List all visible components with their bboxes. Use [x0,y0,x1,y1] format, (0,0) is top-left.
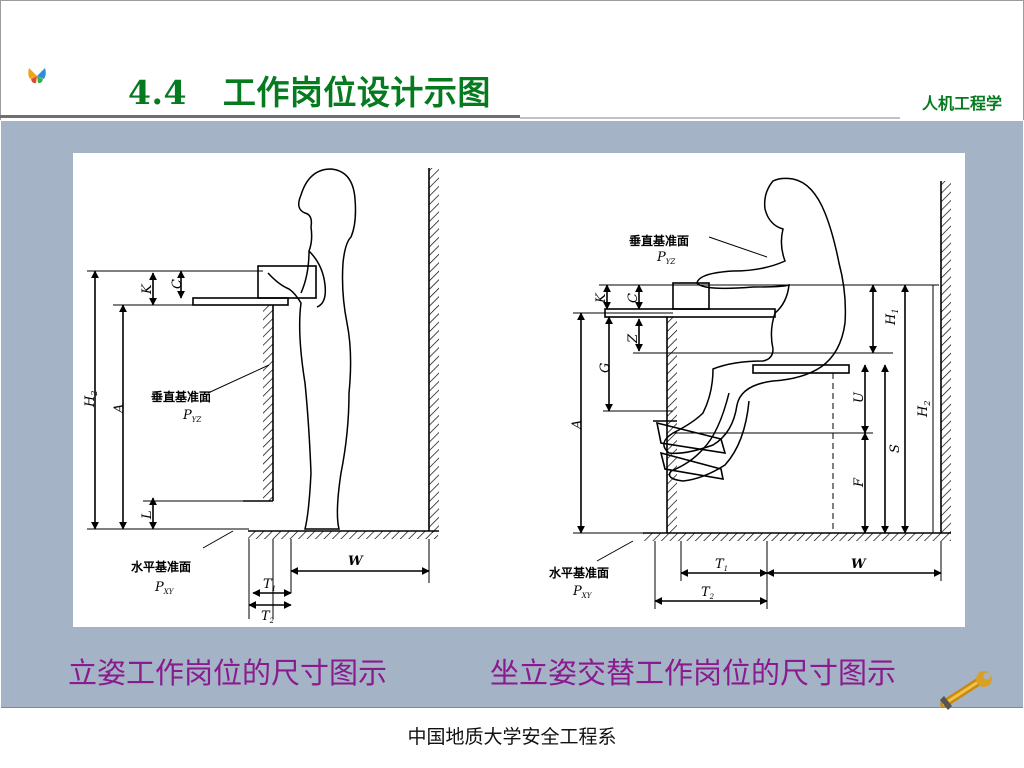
title-underline-dark [0,115,520,118]
label-left-T1: T1 [263,577,276,593]
sit-stand-labels: 垂直基准面 PYZ 水平基准面 PXY A G K C Z H1 H2 U S … [549,233,932,601]
seated-person-leg [668,392,750,482]
label-right-A: A [570,420,585,430]
label-left-T2: T2 [261,609,275,625]
label-right-H2: H2 [916,401,932,418]
label-right-Pxy: PXY [572,584,593,600]
left-bench-front [263,305,273,501]
right-floor-hatch [643,533,951,541]
label-right-horizontal-plane: 水平基准面 [549,565,609,580]
label-right-W: W [851,557,867,572]
slide-header: 4.4 工作岗位设计示图 人机工程学 [0,0,1024,120]
label-right-G: G [598,363,613,373]
label-left-vertical-plane: 垂直基准面 [151,389,211,404]
slide-title: 4.4 工作岗位设计示图 [128,66,491,114]
right-wall-hatch [941,181,951,533]
label-right-F: F [852,477,867,488]
label-right-T2: T2 [701,585,715,601]
label-left-C: C [170,279,185,289]
header-border-top [0,0,1024,1]
label-left-Pyz: PYZ [182,408,201,424]
left-leader-horizontal [202,530,234,549]
caption-standing: 立姿工作岗位的尺寸图示 [68,656,388,690]
seated-person-outline [663,177,847,455]
label-right-S: S [888,444,903,453]
label-right-Z: Z [626,333,641,344]
sit-stand-workstation-diagram [573,177,951,609]
butterfly-logo-icon [28,68,46,84]
workstation-figure: H2 A K C L 垂直基准面 PYZ 水平基准面 PXY W T1 T2 [73,153,965,627]
label-right-vertical-plane: 垂直基准面 [629,233,689,248]
label-left-horizontal-plane: 水平基准面 [131,559,191,574]
label-left-Pxy: PXY [154,580,175,596]
title-text: 工作岗位设计示图 [222,73,491,112]
standing-workstation-diagram [87,168,439,619]
label-right-U: U [852,391,867,403]
label-left-H2: H2 [83,391,99,408]
left-bench-top [192,297,289,306]
footer-organization: 中国地质大学安全工程系 [407,726,617,748]
right-foot-rest [653,420,727,480]
right-desk-front [667,317,677,533]
label-left-A: A [112,404,127,414]
course-name: 人机工程学 [921,94,1002,113]
label-right-T1: T1 [715,557,728,573]
right-leader-horizontal [596,540,634,562]
label-right-C: C [626,293,641,303]
label-right-K: K [594,292,609,304]
label-right-H1: H1 [884,309,900,326]
right-seat [752,364,850,374]
wrench-icon [940,671,992,710]
figure-svg: H2 A K C L 垂直基准面 PYZ 水平基准面 PXY W T1 T2 [83,168,951,625]
left-leader-vertical [207,364,270,394]
standing-labels: H2 A K C L 垂直基准面 PYZ 水平基准面 PXY W T1 T2 [83,279,364,625]
left-floor-hatch [248,531,438,539]
caption-sit-stand: 坐立姿交替工作岗位的尺寸图示 [490,656,897,690]
label-left-K: K [140,283,155,295]
right-leader-vertical [708,236,768,258]
standing-person-outline [267,168,357,530]
label-right-Pyz: PYZ [656,250,675,266]
header-border-left [0,0,1,120]
label-left-W: W [348,554,364,569]
label-left-L: L [140,510,155,520]
title-number: 4.4 [128,73,187,112]
left-wall-hatch [429,168,439,533]
title-underline-light [520,117,900,119]
